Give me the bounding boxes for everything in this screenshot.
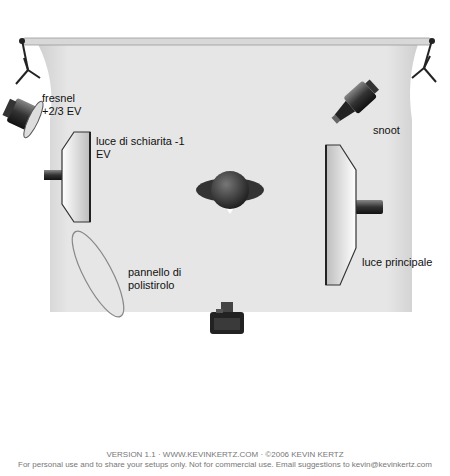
panel-label: pannello di polistirolo <box>128 266 198 292</box>
fill-softbox <box>44 132 90 222</box>
backdrop-roll <box>22 38 432 45</box>
polystyrene-panel <box>63 225 133 323</box>
light-label: luce di schiarita -1 EV <box>96 135 191 161</box>
light-label: snoot <box>373 124 433 137</box>
footer-note: For personal use and to share your setup… <box>5 460 445 470</box>
subject <box>196 171 264 214</box>
fresnel-light <box>0 89 46 140</box>
camera <box>210 302 244 334</box>
footer-note: VERSION 1.1 · WWW.KEVINKERTZ.COM · ©2006… <box>5 450 445 460</box>
snoot-light <box>327 76 382 128</box>
light-label: fresnel +2/3 EV <box>42 92 90 118</box>
light-label: luce principale <box>362 256 446 269</box>
backdrop-stand <box>16 40 436 84</box>
